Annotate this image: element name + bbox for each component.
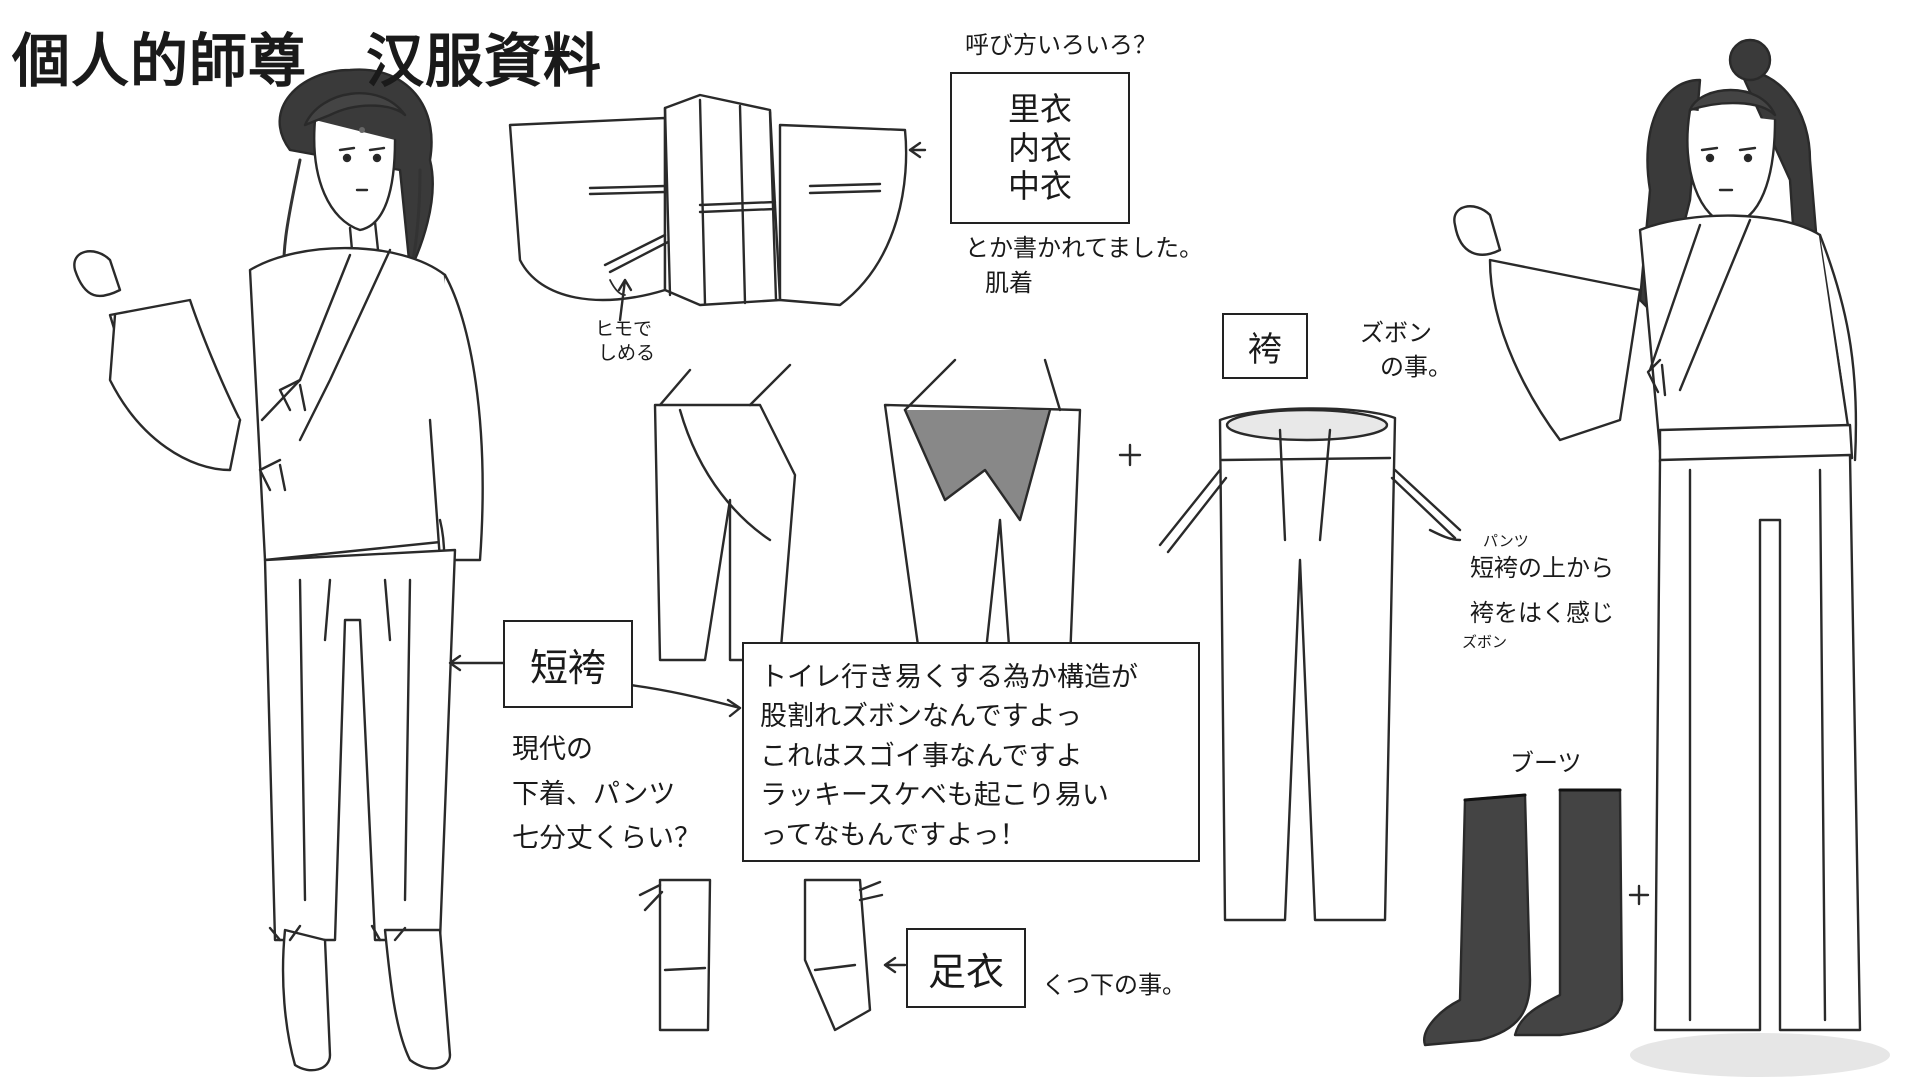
inner-garment-illustration [510,95,906,305]
naming-note: 呼び方いろいろ？ [965,30,1157,60]
hakama-illustration [1160,408,1460,920]
short-hakama-label-box: 短袴 [503,620,633,708]
tie-note-line2: しめる [598,342,655,365]
inner-garment-name: 内衣 [1008,129,1072,167]
short-hakama-note: 現代の [512,728,701,773]
hakama-note-line1: ズボン [1360,318,1432,348]
inner-garment-name: 中衣 [1008,167,1072,205]
arrow-to-explanation [630,685,740,716]
explanation-line: トイレ行き易くする為か構造が [760,658,1182,697]
explanation-line: ってなもんですよっ！ [760,816,1182,855]
explanation-line: これはスゴイ事なんですよ [760,737,1182,776]
boots-label: ブーツ [1510,748,1582,778]
inner-garment-names-box: 里衣 内衣 中衣 [950,72,1130,224]
page-title: 個人的師尊 汉服資料 [12,14,602,98]
layering-ruby-bottom: ズボン [1462,633,1507,651]
arrow-to-right-figure [1430,530,1460,540]
socks-illustration [640,880,882,1030]
underwear-meaning: 肌着 [985,268,1033,298]
hakama-note-line2: の事。 [1380,352,1452,382]
layering-ruby-top: パンツ [1483,532,1529,550]
plus-mark [1120,445,1140,465]
layering-note-line1: 短袴の上から [1470,553,1614,583]
socks-label-box: 足衣 [906,928,1026,1008]
left-figure-illustration [74,70,482,1071]
short-hakama-note: 下着、パンツ [512,773,701,818]
socks-note: くつ下の事。 [1042,970,1186,1000]
boots-illustration [1424,790,1622,1045]
hakama-label-box: 袴 [1222,313,1308,379]
short-hakama-notes: 現代の 下着、パンツ 七分丈くらい？ [512,728,701,862]
explanation-box: トイレ行き易くする為か構造が 股割れズボンなんですよっ これはスゴイ事なんですよ… [742,642,1200,862]
split-pants-illustration [655,360,1080,660]
arrow-to-socks [885,958,905,972]
arrow-to-left-pants [450,656,505,670]
layering-note-line2: 袴をはく感じ [1470,598,1614,628]
tie-note-line1: ヒモで [595,318,652,341]
written-note: とか書かれてました。 [965,233,1203,263]
plus-mark-boots [1630,886,1648,904]
explanation-line: 股割れズボンなんですよっ [760,697,1182,736]
inner-garment-name: 里衣 [1008,90,1072,128]
explanation-line: ラッキースケベも起こり易い [760,776,1182,815]
short-hakama-note: 七分丈くらい？ [512,817,701,862]
